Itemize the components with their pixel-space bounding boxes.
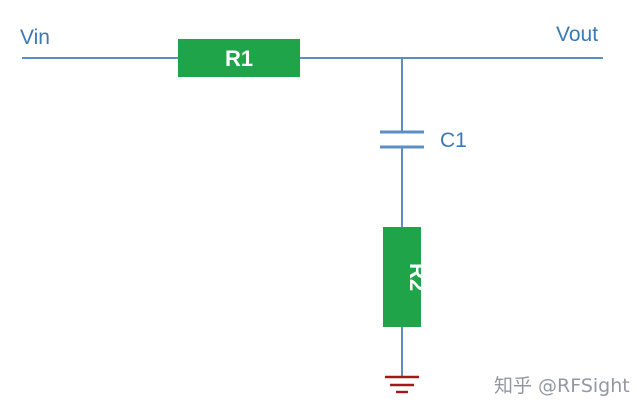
capacitor-c1-label: C1 bbox=[440, 129, 467, 152]
resistor-r1-body bbox=[178, 39, 300, 77]
resistor-r2: R2 bbox=[383, 227, 430, 327]
watermark-text: 知乎 @RFSight bbox=[494, 375, 630, 397]
vout-label: Vout bbox=[556, 23, 598, 46]
resistor-r1: R1 bbox=[178, 39, 300, 77]
vin-label: Vin bbox=[20, 26, 50, 49]
ground-symbol bbox=[385, 375, 419, 394]
resistor-r2-label: R2 bbox=[405, 263, 430, 291]
resistor-r1-label: R1 bbox=[225, 46, 253, 71]
resistor-r2-body bbox=[383, 227, 421, 327]
